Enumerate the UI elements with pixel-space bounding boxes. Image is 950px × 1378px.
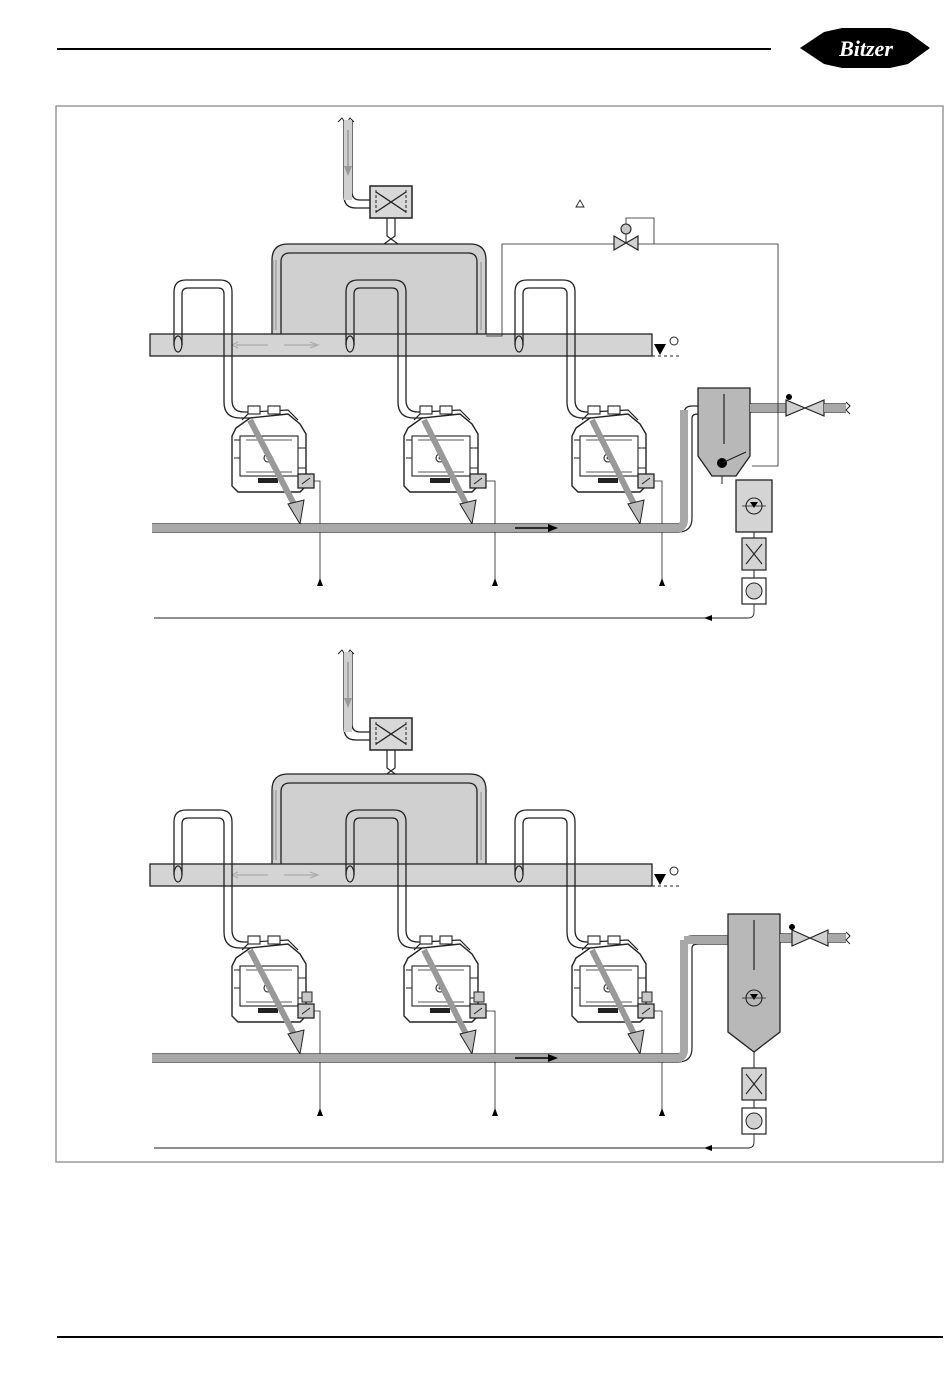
differential-pressure-valve — [576, 200, 654, 250]
reservoir-filter-lower — [742, 1068, 766, 1100]
discharge-line-lower — [152, 1054, 682, 1062]
reservoir-filter-upper — [742, 538, 766, 570]
figure-frame — [56, 106, 943, 1162]
compressor-1-upper — [232, 406, 306, 492]
shutoff-valve-lower — [792, 930, 828, 946]
compressor-1-lower — [232, 936, 306, 1022]
logo-text: Bitzer — [838, 36, 893, 61]
shutoff-valve-upper — [786, 400, 824, 416]
oil-filter-lower — [370, 718, 412, 750]
suction-header-lower — [150, 864, 652, 886]
page-header: Bitzer — [57, 28, 930, 68]
delta-symbol — [576, 200, 584, 207]
oil-separator-upper — [698, 388, 750, 476]
level-marker-icon — [654, 344, 666, 355]
oil-distribution-line — [272, 244, 486, 336]
oil-filter-upper — [370, 186, 412, 218]
oil-separator-with-reservoir-lower — [728, 914, 780, 1052]
suction-header-upper — [150, 334, 652, 356]
discharge-line-upper — [152, 524, 682, 532]
diagram-upper — [150, 118, 850, 621]
diagram-lower — [150, 650, 850, 1151]
sight-glass-lower — [742, 1108, 766, 1134]
bitzer-logo: Bitzer — [800, 28, 930, 68]
oil-reservoir-upper — [722, 476, 772, 532]
sight-glass-upper — [742, 578, 766, 604]
